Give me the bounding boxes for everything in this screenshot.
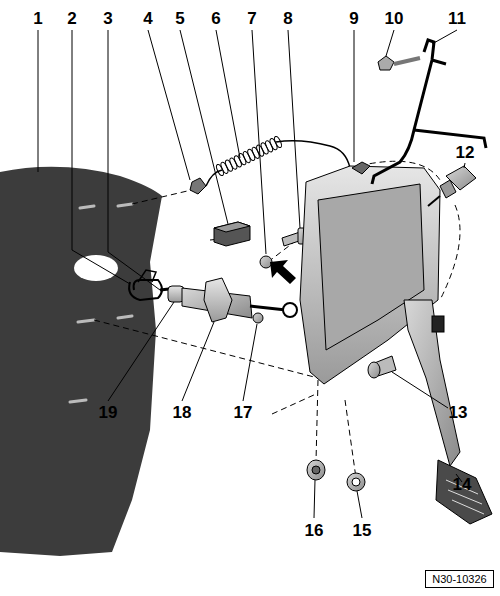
- callout-number: 10: [385, 10, 404, 27]
- panel-studs: [70, 204, 132, 402]
- spring-coil: [264, 140, 274, 153]
- clutch-pedal-switch: [428, 166, 476, 206]
- callout-number: 2: [67, 10, 76, 27]
- spring-coil: [220, 161, 230, 174]
- callout-number: 9: [349, 10, 358, 27]
- spring-coil: [273, 136, 283, 149]
- callout-number: 13: [449, 404, 468, 421]
- spring-hook: [190, 178, 206, 194]
- spring-coil: [233, 155, 243, 168]
- spring-coil: [246, 148, 256, 161]
- retaining-clip: [129, 280, 162, 300]
- spring-coils: [215, 136, 283, 177]
- nut: [307, 460, 325, 480]
- callout-number: 5: [175, 10, 184, 27]
- leader-lines: [38, 30, 465, 518]
- alignment-lines: [94, 161, 460, 478]
- spring-coil: [215, 164, 225, 177]
- callout-number: 6: [211, 10, 220, 27]
- bolt: [378, 56, 420, 70]
- callout-number: 19: [99, 404, 118, 421]
- callout-number: 16: [305, 522, 324, 539]
- bushing: [347, 473, 365, 491]
- callout-number: 18: [173, 404, 192, 421]
- panel-opening: [74, 255, 118, 281]
- bolt: [368, 356, 396, 378]
- callout-number: 15: [353, 522, 372, 539]
- nut: [253, 313, 263, 323]
- spring-coil: [224, 159, 234, 172]
- spring-coil: [269, 138, 279, 151]
- spring-coil: [260, 142, 270, 155]
- callout-number: 3: [103, 10, 112, 27]
- callout-number: 14: [453, 476, 472, 493]
- support-bracket: [372, 40, 486, 184]
- figure-number: N30-10326: [432, 573, 486, 585]
- spring-coil: [229, 157, 239, 170]
- attention-arrow: [270, 260, 296, 284]
- callout-number: 7: [247, 10, 256, 27]
- callout-number: 8: [283, 10, 292, 27]
- firewall-panel: [0, 167, 162, 556]
- pedal-arm: [404, 300, 492, 524]
- callout-number: 12: [456, 144, 475, 161]
- figure-number-box: N30-10326: [425, 570, 494, 588]
- callout-number: 4: [143, 10, 152, 27]
- callout-number: 11: [448, 10, 466, 27]
- clutch-master-cylinder: [168, 278, 297, 322]
- buffer-block: [214, 222, 250, 246]
- spring-coil: [242, 151, 252, 164]
- callout-number: 1: [33, 10, 42, 27]
- callout-number: 17: [234, 404, 253, 421]
